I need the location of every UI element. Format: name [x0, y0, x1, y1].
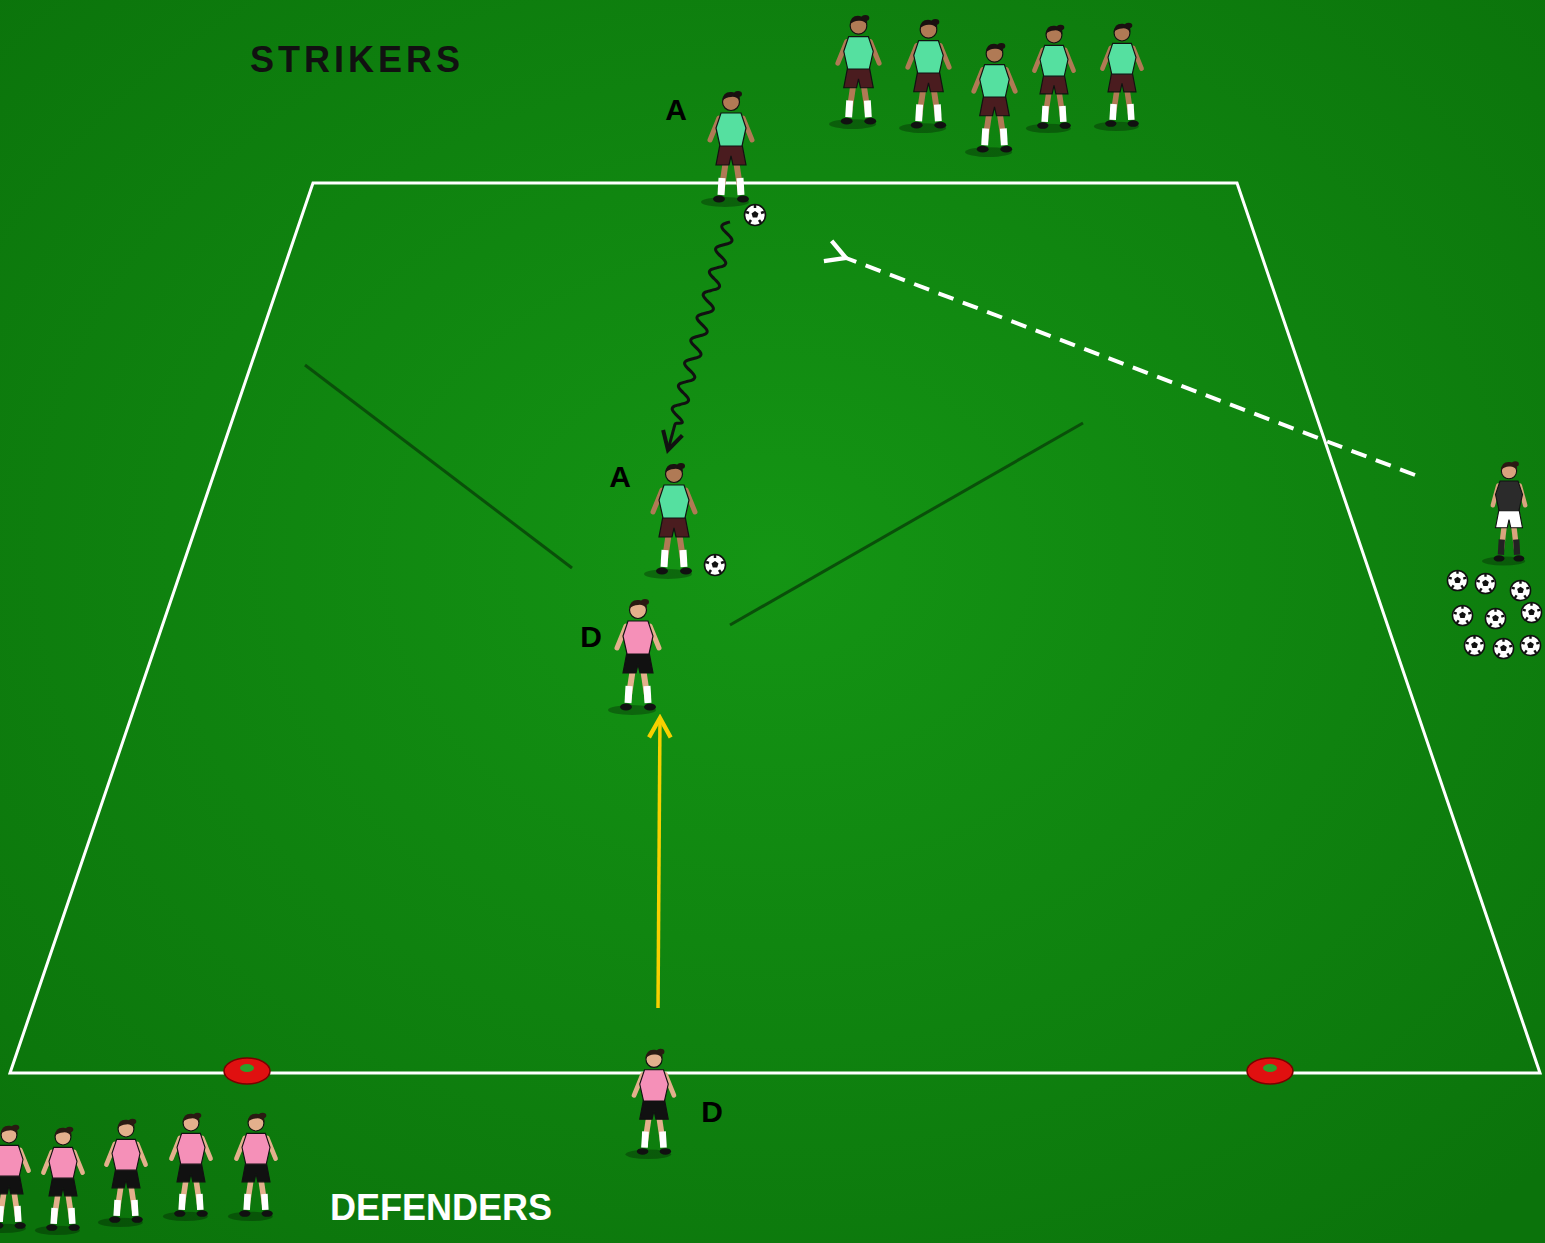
player-letter: D: [701, 1097, 723, 1127]
defender-player: [98, 1119, 146, 1227]
run-path: [658, 718, 660, 1008]
player-letter: A: [609, 462, 631, 492]
group-label: DEFENDERS: [330, 1190, 552, 1226]
soccer-ball: [705, 555, 726, 576]
defender-player: [608, 599, 659, 715]
striker-player: [644, 463, 695, 579]
player-letter: D: [580, 622, 602, 652]
soccer-ball: [745, 205, 766, 226]
player-marker: A: [600, 450, 730, 582]
striker-player: [1094, 23, 1142, 131]
ball-pile: [1447, 570, 1541, 658]
field-boundary: [10, 183, 1540, 1073]
defender-player: [35, 1127, 83, 1235]
player-marker: D: [615, 1008, 730, 1160]
player-letter: A: [665, 95, 687, 125]
cone: [224, 1058, 270, 1084]
channel-line: [730, 423, 1083, 625]
striker-player: [701, 91, 752, 207]
striker-player: [829, 15, 879, 129]
striker-player: [965, 43, 1015, 157]
striker-player: [899, 19, 949, 133]
player-marker: D: [575, 592, 690, 718]
defender-player: [0, 1125, 29, 1233]
defender-player: [163, 1113, 211, 1221]
dribble-path: [668, 222, 732, 450]
coach-figure: [1482, 461, 1525, 565]
player-marker: A: [655, 88, 770, 222]
pass-arrow: [846, 258, 1415, 475]
group-label: STRIKERS: [250, 42, 464, 78]
striker-player: [1026, 25, 1074, 133]
defender-player: [626, 1049, 674, 1159]
defender-player: [228, 1113, 276, 1221]
cone: [1247, 1058, 1293, 1084]
channel-line: [305, 365, 572, 568]
